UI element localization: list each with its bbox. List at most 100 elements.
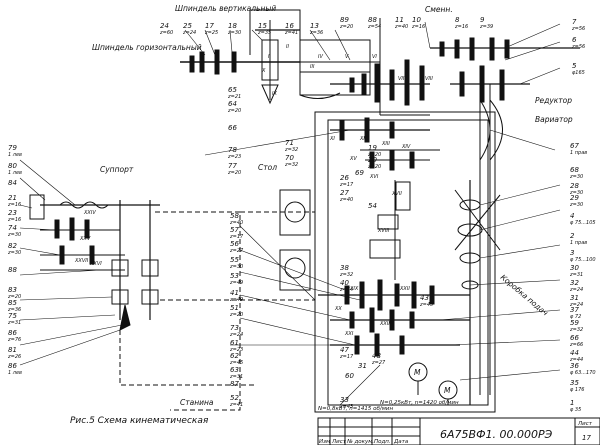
shaft-mark-IX: IX	[272, 91, 277, 97]
gearbox-cluster	[318, 279, 470, 405]
callout-center-27: 27	[340, 189, 349, 197]
callout-center-27-spec: z=40	[339, 197, 353, 203]
shaft-mark-XIV: XIV	[401, 144, 411, 150]
callout-center-62: 62	[230, 352, 239, 360]
callout-top-8-spec: z=16	[454, 24, 468, 30]
callout-center-19: 19	[368, 144, 377, 152]
tb-col-list: Лист	[331, 439, 347, 445]
callout-center-70: 70	[285, 154, 294, 162]
callout-center-71-spec: z=32	[284, 147, 298, 153]
callout-right-7-spec: z=56	[571, 26, 585, 32]
callout-center-56: 56	[230, 240, 239, 248]
callout-center-66: 66	[228, 124, 237, 132]
callout-left-86: 86	[8, 329, 17, 337]
shaft-mark-XXVI: XXVI	[89, 261, 102, 267]
callout-right-2: 2	[570, 232, 575, 240]
callout-center-52-spec: z=41	[229, 402, 243, 408]
callout-right-31: 31	[570, 294, 579, 302]
callout-center-87: 87	[230, 380, 239, 388]
callout-center-51: 51	[230, 304, 239, 312]
callout-left-83-spec: z=20	[7, 294, 21, 300]
callout-right-68-spec: z=30	[569, 174, 583, 180]
callout-left-88: 88	[8, 266, 17, 274]
callout-center-43: 43	[420, 294, 429, 302]
label-horizontal-spindle: Шпиндель горизонтальный	[92, 43, 202, 52]
callout-center-71: 71	[285, 139, 294, 147]
callout-top-89: 89	[340, 16, 349, 24]
callout-right-44: 44	[570, 349, 579, 357]
callout-layer: 24z=6025z=2417z=2518z=3015z=3516z=4113z=…	[7, 16, 596, 413]
callout-center-38: 38	[340, 264, 349, 272]
callout-left-75-spec: z=31	[7, 320, 21, 326]
callout-center-73: 73	[230, 324, 239, 332]
callout-left-83: 83	[8, 286, 17, 294]
callout-center-61-spec: z=23	[229, 347, 243, 353]
callout-center-26: 26	[340, 174, 349, 182]
shaft-mark-I: I	[268, 54, 270, 60]
shaft-mark-XV: XV	[349, 156, 357, 162]
callout-center-51-spec: z=20	[229, 312, 243, 318]
callout-right-5: 5	[572, 62, 577, 70]
callout-center-64: 64	[228, 100, 237, 108]
callout-top-16: 16	[285, 22, 294, 30]
shaft-mark-VI: VI	[372, 54, 377, 60]
callout-right-67: 67	[570, 142, 579, 150]
callout-center-48-spec: z=27	[371, 360, 386, 366]
callout-right-44-spec: z=44	[569, 357, 583, 363]
title-block	[317, 417, 600, 445]
callout-center-63: 63	[230, 366, 239, 374]
callout-center-70-spec: z=32	[284, 162, 298, 168]
callout-center-48: 48	[372, 352, 381, 360]
callout-center-65-spec: z=21	[227, 94, 241, 100]
callout-top-15-spec: z=35	[257, 30, 271, 36]
callout-right-68: 68	[570, 166, 579, 174]
tb-sheet-number: 17	[582, 434, 591, 442]
label-stub: Сменн.	[425, 5, 453, 14]
callout-right-66: 66	[570, 334, 579, 342]
callout-center-41: 41	[230, 289, 239, 297]
spindle-head-frame	[180, 9, 430, 116]
motor-symbol-1: M	[414, 368, 421, 377]
callout-left-80: 80	[8, 162, 17, 170]
callout-right-2-spec: 1 прав	[570, 240, 587, 246]
callout-right-32: 32	[570, 279, 579, 287]
callout-right-29: 29	[570, 194, 579, 202]
callout-center-57-spec: z=17	[229, 234, 244, 240]
callout-right-6: 6	[572, 36, 577, 44]
callout-left-81: 81	[8, 346, 17, 354]
callout-right-36-spec: φ 63...170	[570, 370, 596, 376]
shaft-mark-III: III	[310, 64, 315, 70]
callout-center-20-spec: z=20	[367, 164, 381, 170]
callout-top-9: 9	[480, 16, 485, 24]
callout-center-33: 33	[340, 396, 349, 404]
callout-left-23-spec: z=16	[7, 217, 21, 223]
shaft-mark-X: X	[261, 68, 266, 74]
callout-right-5-spec: φ165	[572, 70, 585, 76]
callout-right-29-spec: z=30	[569, 202, 583, 208]
callout-center-20: 20	[368, 156, 377, 164]
callout-left-81-spec: z=26	[7, 354, 21, 360]
callout-right-32-spec: z=24	[569, 287, 583, 293]
label-carriage: Суппорт	[100, 165, 134, 174]
callout-left-79-spec: 1 лев	[8, 152, 22, 158]
callout-center-55-spec: z=30	[229, 264, 243, 270]
callout-right-59: 59	[570, 319, 579, 327]
callout-top-8: 8	[455, 16, 460, 24]
figure-caption: Рис.5 Схема кинематическая	[70, 416, 209, 426]
callout-center-55: 55	[230, 256, 239, 264]
callout-left-23: 23	[8, 209, 17, 217]
callout-right-3: 3	[570, 249, 574, 257]
callout-center-47: 47	[340, 346, 349, 354]
callout-right-4-spec: φ 75...105	[570, 220, 596, 226]
shaft-mark-VII: VII	[398, 76, 405, 82]
reducer-pulleys	[430, 37, 580, 395]
callout-top-89-spec: z=20	[339, 24, 353, 30]
leader-lines	[19, 21, 561, 406]
callout-right-3-spec: φ 75...100	[570, 257, 596, 263]
callout-right-28: 28	[570, 182, 579, 190]
callout-right-35: 35	[570, 379, 579, 387]
callout-center-65: 65	[228, 86, 237, 94]
callout-top-11: 11	[395, 16, 404, 24]
right-pulley-stack	[454, 99, 503, 405]
